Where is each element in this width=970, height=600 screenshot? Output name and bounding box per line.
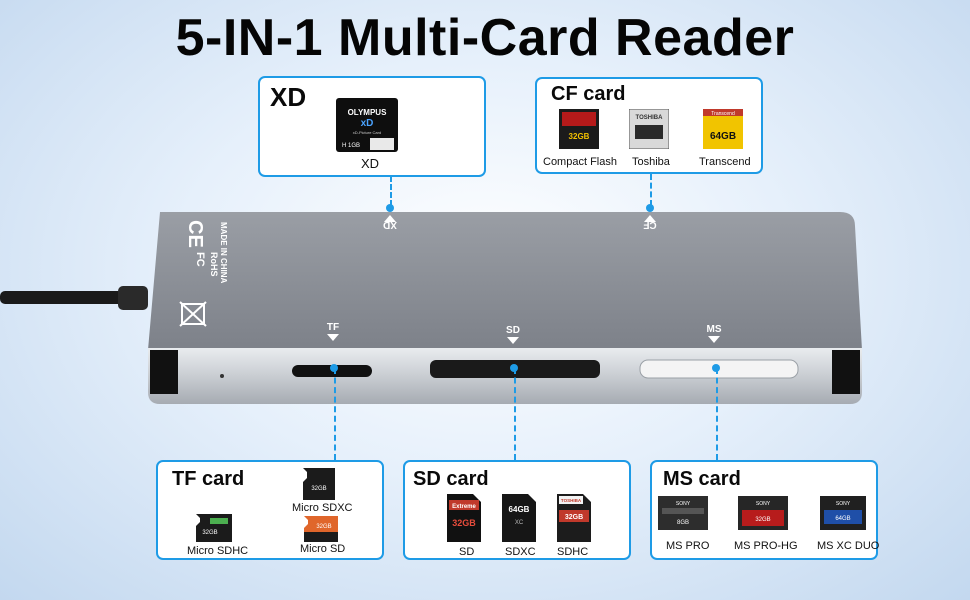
xd-arrow-icon xyxy=(384,215,396,222)
tf-card-micro-sdhc: 32GB xyxy=(196,514,232,542)
ms-connector xyxy=(716,368,718,460)
tf-label-micro-sdhc: Micro SDHC xyxy=(187,545,249,557)
device-right-end xyxy=(832,350,860,394)
ms-arrow-icon xyxy=(708,336,720,343)
ms-title: MS card xyxy=(663,468,741,490)
cf-title: CF card xyxy=(551,83,626,105)
ce-mark: CE xyxy=(184,220,206,248)
ms-label-pro-hg: MS PRO-HG xyxy=(734,540,798,552)
svg-text:32GB: 32GB xyxy=(565,514,583,521)
sd-label-sdxc: SDXC xyxy=(505,546,536,558)
svg-text:SONY: SONY xyxy=(676,501,691,507)
sd-label-sd: SD xyxy=(459,546,475,558)
svg-text:8GB: 8GB xyxy=(677,520,689,526)
svg-text:xD-Picture Card: xD-Picture Card xyxy=(353,130,381,135)
ms-card-pro: SONY 8GB xyxy=(658,496,708,530)
sd-connector xyxy=(514,368,516,460)
svg-text:OLYMPUS: OLYMPUS xyxy=(348,108,387,117)
svg-text:Transcend: Transcend xyxy=(711,111,735,117)
svg-text:32GB: 32GB xyxy=(316,524,331,530)
ms-card-xc-duo: SONY 64GB xyxy=(820,496,866,530)
sd-label-sdhc: SDHC xyxy=(557,546,589,558)
tf-arrow-icon xyxy=(327,334,339,341)
svg-text:64GB: 64GB xyxy=(710,131,736,142)
sd-box: SD card Extreme 32GB SD 64GB XC SDXC TOS… xyxy=(403,460,631,560)
svg-text:SONY: SONY xyxy=(836,501,851,507)
cf-dot xyxy=(646,204,654,212)
led-indicator xyxy=(220,374,224,378)
tf-slot-label: TF xyxy=(327,322,339,333)
cf-card-transcend: Transcend 64GB xyxy=(703,109,743,149)
ms-slot-label: MS xyxy=(707,324,722,335)
weee-icon xyxy=(179,301,207,327)
device-top-face xyxy=(148,212,862,350)
ms-box: MS card SONY 8GB MS PRO SONY 32GB MS PRO… xyxy=(650,460,880,560)
tf-card-micro-sdxc: 32GB xyxy=(303,468,335,500)
svg-text:32GB: 32GB xyxy=(452,518,476,528)
cf-arrow-icon xyxy=(644,215,656,222)
ms-label-pro: MS PRO xyxy=(666,540,710,552)
tf-connector xyxy=(334,368,336,460)
tf-title: TF card xyxy=(172,468,245,490)
svg-text:XC: XC xyxy=(515,520,524,526)
svg-text:Extreme: Extreme xyxy=(452,504,476,510)
cable-connector xyxy=(118,286,148,310)
cf-label-toshiba: Toshiba xyxy=(632,156,670,168)
xd-box: XD OLYMPUS xD xD-Picture Card H 1GB XD xyxy=(258,76,486,177)
cf-card-toshiba: TOSHIBA xyxy=(629,109,669,149)
cf-label-transcend: Transcend xyxy=(699,156,751,168)
page-title: 5-IN-1 Multi-Card Reader xyxy=(175,9,795,67)
origin-mark: MADE IN CHINA xyxy=(219,222,228,284)
ms-label-xc-duo: MS XC DUO xyxy=(817,540,880,552)
cf-label-compact-flash: Compact Flash xyxy=(543,156,617,168)
ms-dot xyxy=(712,364,720,372)
xd-slot-label: XD xyxy=(383,219,397,230)
svg-text:64GB: 64GB xyxy=(835,516,850,522)
usb-cable xyxy=(0,291,140,304)
sd-card-sd: Extreme 32GB xyxy=(447,494,481,542)
sd-slot-label: SD xyxy=(506,325,520,336)
cf-slot-label: CF xyxy=(643,219,656,230)
svg-text:32GB: 32GB xyxy=(569,132,590,141)
ms-card-pro-hg: SONY 32GB xyxy=(738,496,788,530)
svg-text:32GB: 32GB xyxy=(202,530,217,536)
xd-card-image: OLYMPUS xD xD-Picture Card H 1GB xyxy=(336,98,398,152)
svg-text:TOSHIBA: TOSHIBA xyxy=(636,115,664,121)
xd-dot xyxy=(386,204,394,212)
sd-arrow-icon xyxy=(507,337,519,344)
xd-connector xyxy=(390,176,392,206)
cf-box: CF card 32GB Compact Flash TOSHIBA Toshi… xyxy=(535,77,763,174)
svg-text:64GB: 64GB xyxy=(509,505,530,514)
svg-text:32GB: 32GB xyxy=(755,517,770,523)
sd-card-sdhc: TOSHIBA 32GB xyxy=(557,494,591,542)
xd-label: XD xyxy=(361,156,380,171)
fc-mark: FC xyxy=(194,252,206,267)
sd-card-sdxc: 64GB XC xyxy=(502,494,536,542)
device-left-end xyxy=(150,350,178,394)
rohs-mark: RoHS xyxy=(209,252,219,277)
tf-dot xyxy=(330,364,338,372)
svg-text:SONY: SONY xyxy=(756,501,771,507)
svg-text:H 1GB: H 1GB xyxy=(342,143,360,149)
svg-text:TOSHIBA: TOSHIBA xyxy=(561,498,582,503)
tf-box: TF card 32GB Micro SDXC 32GB Micro SDHC … xyxy=(156,460,384,560)
tf-label-micro-sd: Micro SD xyxy=(300,543,346,555)
sd-dot xyxy=(510,364,518,372)
xd-title: XD xyxy=(270,82,307,112)
sd-title: SD card xyxy=(413,468,489,490)
cf-connector xyxy=(650,174,652,206)
tf-label-micro-sdxc: Micro SDXC xyxy=(292,502,353,514)
svg-text:xD: xD xyxy=(361,118,374,129)
tf-card-micro-sd: 32GB xyxy=(304,516,338,542)
svg-text:32GB: 32GB xyxy=(311,486,326,492)
cf-card-compact-flash: 32GB xyxy=(559,109,599,149)
